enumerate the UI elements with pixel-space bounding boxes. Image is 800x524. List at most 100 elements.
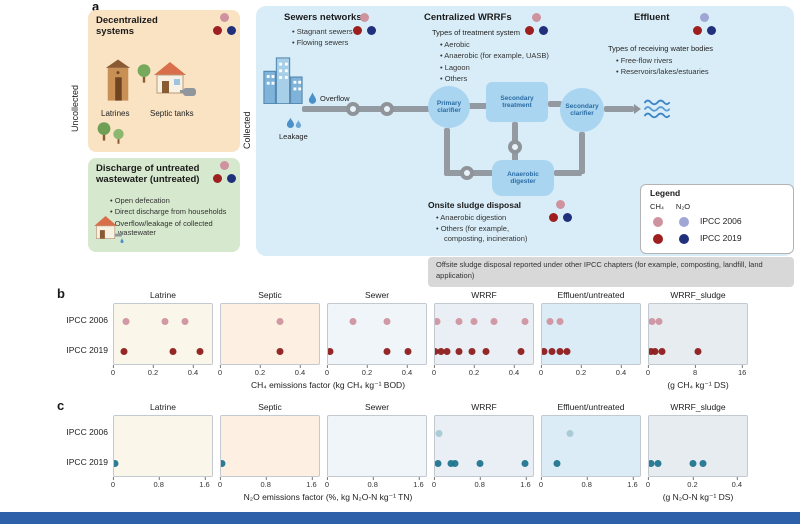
- data-point: [455, 348, 463, 355]
- city-buildings-icon: [263, 57, 303, 104]
- pipe-segment: [554, 170, 582, 176]
- subplot-title: Effluent/untreated: [557, 290, 625, 300]
- data-point: [649, 460, 655, 467]
- pipe-segment: [468, 103, 488, 109]
- data-point: [435, 318, 441, 325]
- n2o-2019-dot: [562, 213, 572, 222]
- bullet-item: • Free-flow rivers: [616, 56, 673, 65]
- bullet-item: • Anaerobic (for example, UASB): [440, 51, 549, 61]
- tick-label: 1.6: [627, 477, 638, 489]
- primary-clarifier-unit: Primary clarifier: [428, 86, 470, 128]
- row-label-ipcc-2019: IPCC 2019: [66, 457, 108, 467]
- ch4-2019-dot: [212, 174, 222, 183]
- bullet-item: • Aerobic: [440, 40, 470, 49]
- secondary-treatment-unit: Secondary treatment: [486, 82, 548, 122]
- data-point: [694, 348, 702, 355]
- bullet-item: • Stagnant sewers: [292, 27, 353, 36]
- leakage-label: Leakage: [279, 132, 308, 141]
- pipe-segment: [604, 106, 634, 112]
- subplot-title: WRRF: [471, 402, 497, 412]
- subplot-title: Latrine: [150, 402, 176, 412]
- tick-label: 0: [645, 365, 651, 377]
- tick-label: 1.6: [520, 477, 531, 489]
- legend-n2o-2019-dot: [679, 234, 689, 244]
- data-point: [542, 348, 548, 355]
- data-point: [276, 318, 284, 325]
- septic-tanks-label: Septic tanks: [150, 109, 194, 118]
- data-point: [328, 348, 334, 355]
- tick-label: 0.4: [508, 365, 520, 377]
- valve-icon: [380, 102, 394, 116]
- bullet-item: • Open defecation: [110, 196, 170, 205]
- tick-label: 0: [538, 477, 544, 489]
- subplot-title: WRRF_sludge: [670, 290, 726, 300]
- data-point: [435, 460, 442, 467]
- panel-b-label: b: [57, 286, 65, 301]
- data-point: [404, 348, 412, 355]
- onsite-title: Onsite sludge disposal: [428, 200, 522, 210]
- data-point: [120, 348, 128, 355]
- tick-label: 0.8: [581, 477, 592, 489]
- data-point: [517, 348, 525, 355]
- tick-label: 0: [431, 477, 437, 489]
- ch4-2006-dot: [531, 13, 541, 22]
- n2o-2019-dot: [226, 26, 236, 35]
- tick-label: 8: [692, 365, 698, 377]
- data-point: [114, 460, 119, 467]
- tick-label: 0: [217, 365, 223, 377]
- data-point: [383, 348, 391, 355]
- data-point: [556, 318, 564, 325]
- n2o-2019-dot: [706, 26, 716, 35]
- data-point: [548, 348, 556, 355]
- untreated-bullets: • Open defecation • Direct discharge from…: [110, 196, 236, 240]
- data-point: [658, 348, 666, 355]
- tick-label: 0.2: [361, 365, 373, 377]
- bullet-item: • Others: [440, 74, 468, 84]
- anaerobic-digester-unit: Anaerobic digester: [492, 160, 554, 196]
- tick-label: 1.6: [199, 477, 210, 489]
- x-ticks: 0 0.8 1.6: [538, 477, 641, 489]
- plot-area: [541, 415, 641, 477]
- bullet-item: • Direct discharge from households: [110, 207, 227, 217]
- effluent-bullets: • Free-flow rivers• Reservoirs/lakes/est…: [616, 56, 740, 79]
- house-septic-icon: [154, 62, 196, 96]
- legend-ipcc-2006-label: IPCC 2006: [700, 216, 742, 226]
- ch4-2019-dot: [212, 26, 222, 35]
- pipe-segment: [548, 101, 562, 107]
- legend-ch4-2006-dot: [653, 217, 663, 227]
- data-point: [455, 318, 463, 325]
- valve-icon: [508, 140, 522, 154]
- tick-label: 1.6: [306, 477, 317, 489]
- leakage-droplet-icon: [286, 117, 302, 128]
- data-point: [566, 430, 574, 437]
- legend-ch4-2019-dot: [653, 234, 663, 244]
- subplot-title: WRRF_sludge: [670, 402, 726, 412]
- uncollected-axis-label: Uncollected: [70, 84, 80, 132]
- untreated-gas-markers: [212, 161, 236, 183]
- legend-box: [640, 184, 794, 254]
- house-discharge-icon: [94, 215, 124, 244]
- data-point: [349, 318, 357, 325]
- data-point: [181, 318, 189, 325]
- legend-ipcc-2019-label: IPCC 2019: [700, 233, 742, 243]
- data-point: [553, 460, 561, 467]
- data-point: [490, 318, 498, 325]
- effluent-title: Effluent: [634, 12, 670, 23]
- data-point: [437, 348, 445, 355]
- tick-label: 0.2: [147, 365, 159, 377]
- overflow-label: Overflow: [320, 94, 350, 103]
- tick-label: 0: [217, 477, 223, 489]
- latrine-icon: [105, 59, 131, 101]
- tick-label: 0.4: [731, 477, 743, 489]
- tick-label: 0.2: [687, 477, 698, 489]
